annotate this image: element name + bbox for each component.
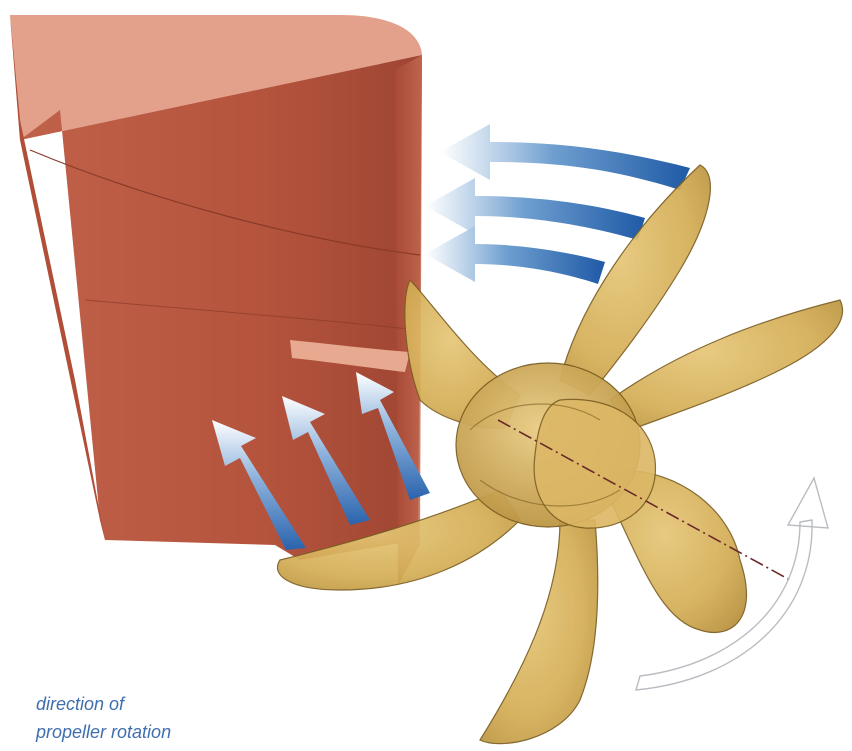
flow-arrow [425,226,605,284]
propeller-blade [479,519,599,745]
caption-line-2: propeller rotation [36,722,172,742]
flow-arrows-upper [425,124,690,284]
rudder-front-face [20,55,422,560]
rotation-caption: direction of propeller rotation [36,690,171,746]
rudder-top-face [10,15,422,140]
rudder-panel-line-1 [29,149,421,256]
propeller-hub-line [479,479,621,507]
flow-arrows-lower [212,372,430,550]
shaft-axis [497,419,791,581]
caption-line-1: direction of [36,694,125,714]
rotation-arrow-body [635,519,813,691]
propeller-hub-line [469,403,601,431]
flow-arrow [356,372,430,500]
flow-arrow [212,420,306,550]
flow-arrow [282,396,370,525]
rotation-arrow-head [786,476,829,529]
propeller-blade [277,489,521,591]
propeller-hub-cap [533,398,657,529]
rudder-panel-line-2 [84,299,419,331]
rudder-horn-gap [290,340,410,372]
flow-arrow [425,178,645,240]
propeller-blade [609,469,748,634]
propeller [277,164,844,745]
propeller-blade [609,299,844,431]
propeller-blade [559,164,711,396]
rotation-arrow [635,476,829,691]
flow-arrow [440,124,690,190]
rudder [10,15,422,585]
